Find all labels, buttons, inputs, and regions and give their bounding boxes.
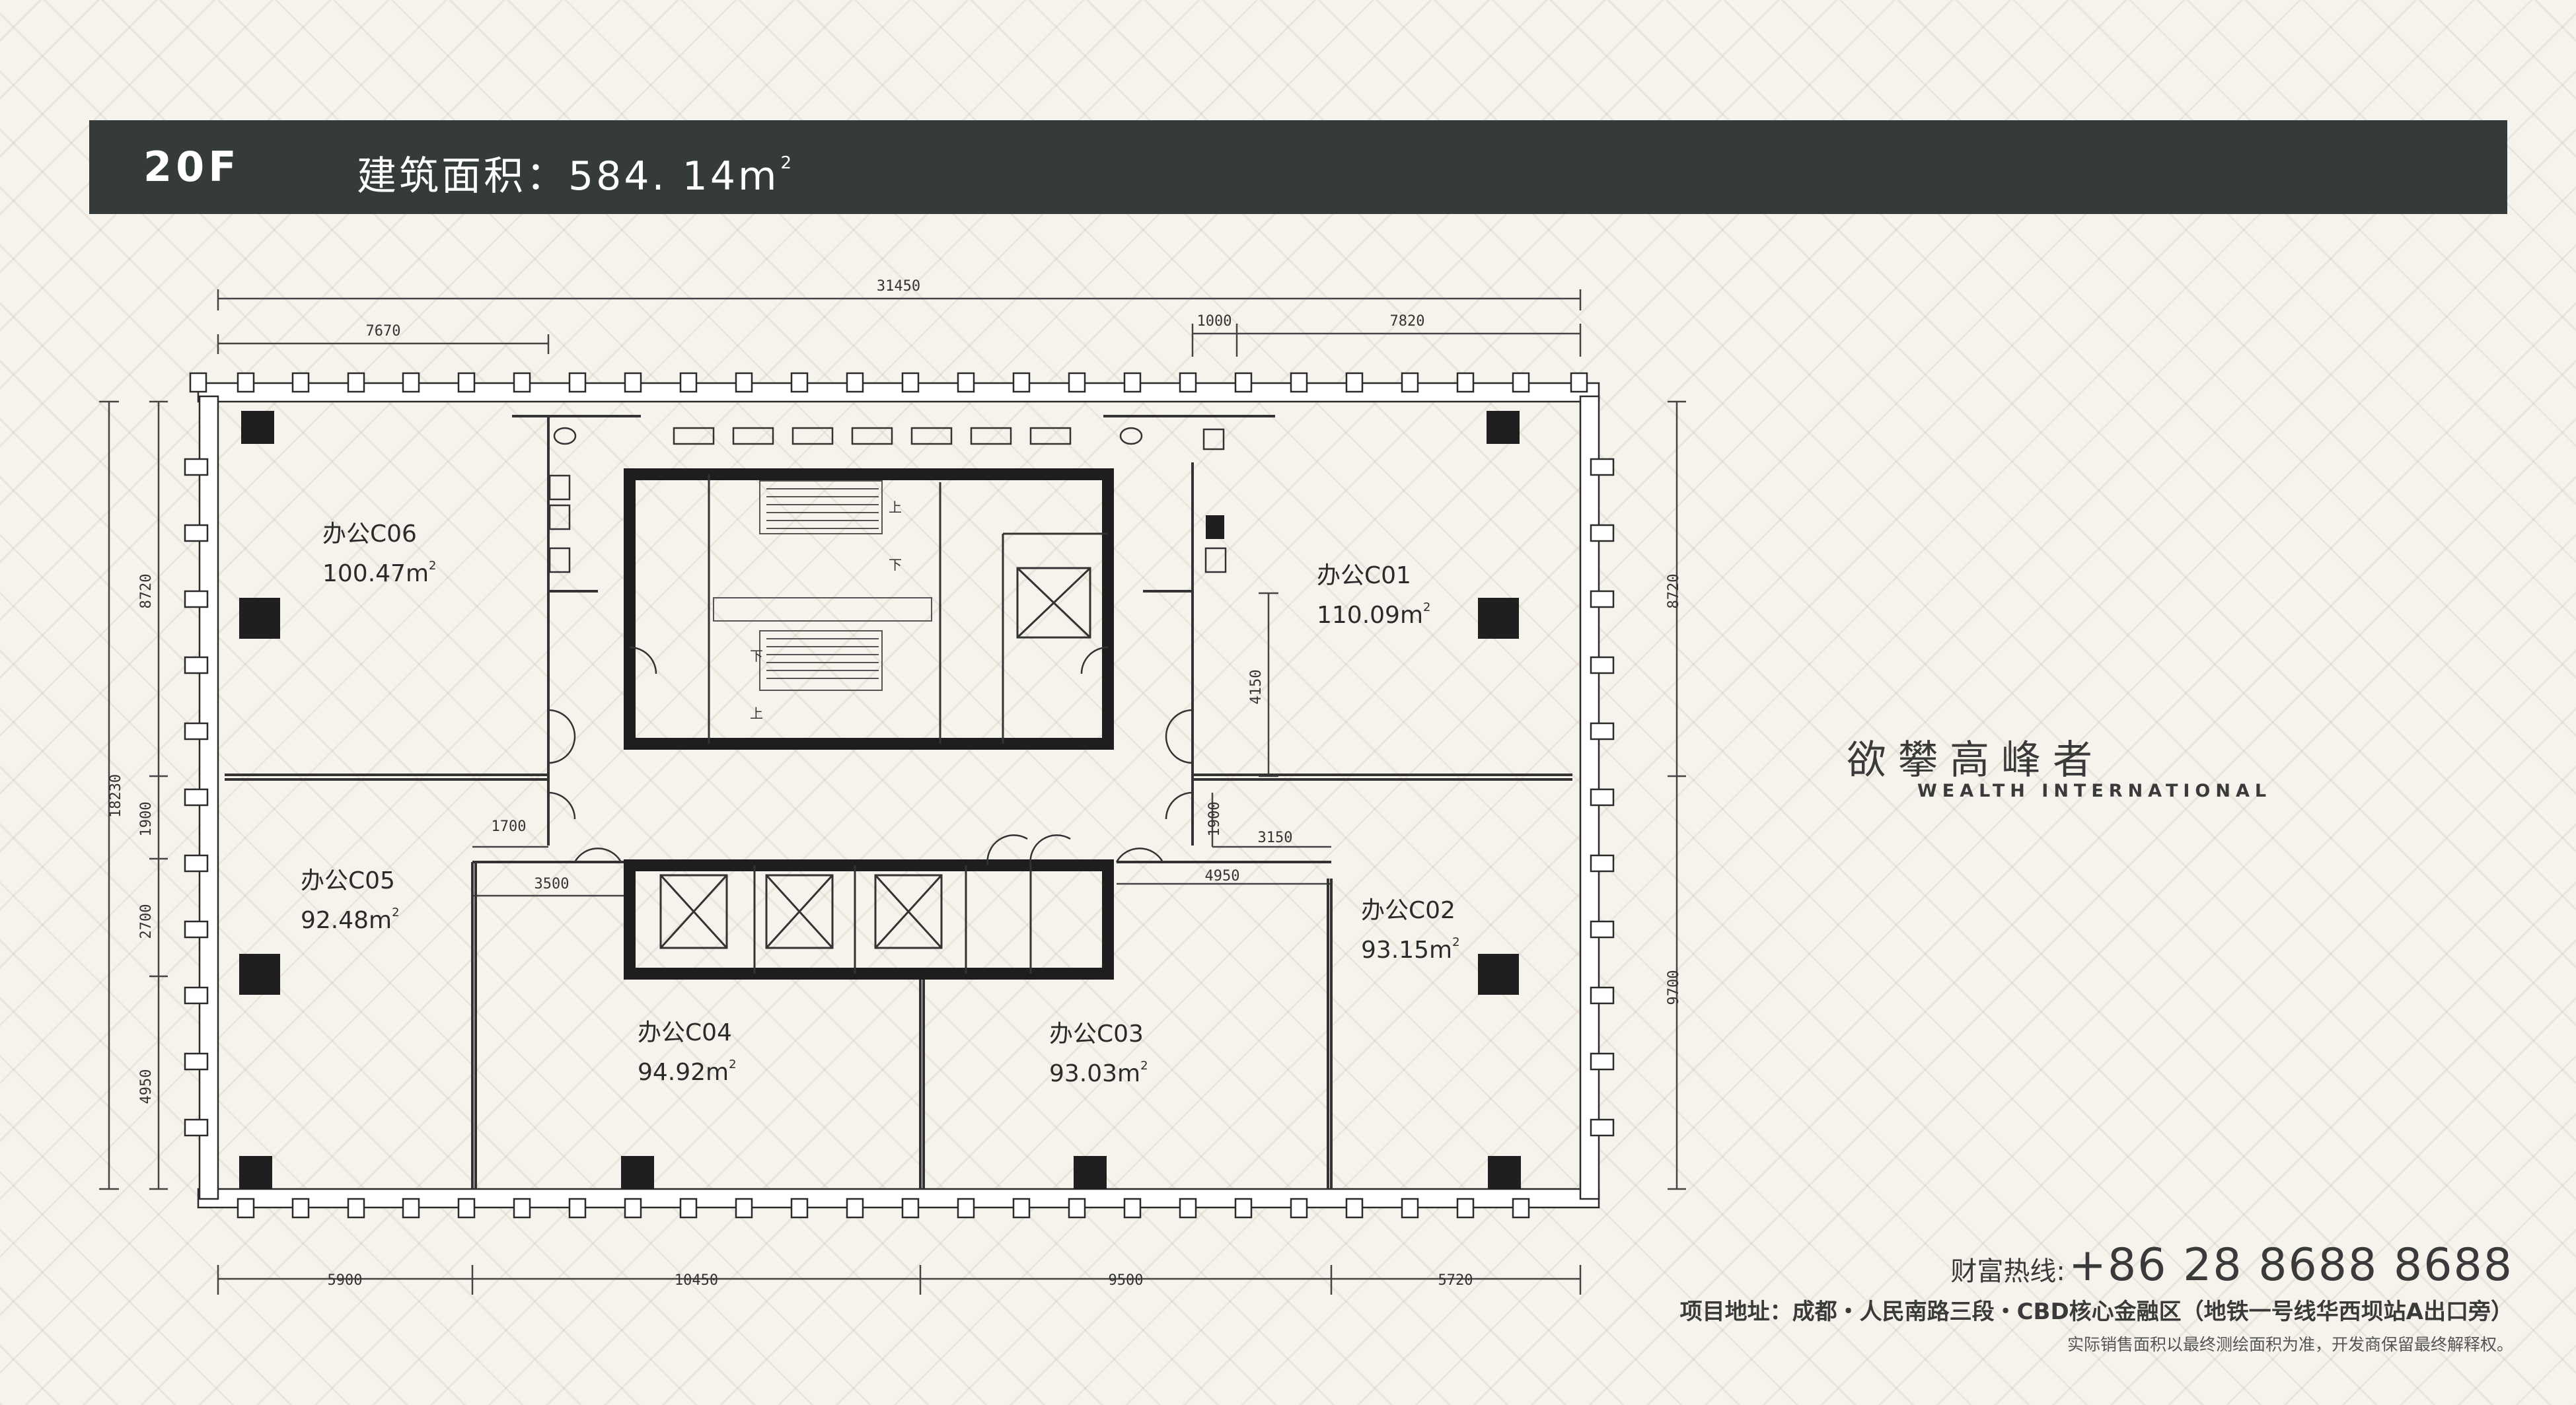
partitions (225, 415, 1572, 1189)
dim-1900-inner: 1900 (1206, 802, 1223, 837)
room-c03-name: 办公C03 (1049, 1021, 1144, 1048)
stair-down-1: 下 (889, 557, 902, 573)
room-c03: 办公C03 93.03m2 (1049, 1019, 1148, 1090)
dim-5720: 5720 (1438, 1272, 1473, 1289)
elevators (659, 567, 1091, 949)
room-c02: 办公C02 93.15m2 (1361, 895, 1460, 966)
dim-18230: 18230 (108, 774, 124, 818)
stair-down-2: 下 (750, 648, 763, 664)
room-c03-area: 93.03m2 (1049, 1059, 1148, 1087)
floor-label: 20F (143, 143, 240, 191)
dim-4950-left: 4950 (138, 1069, 155, 1104)
room-c06-area: 100.47m2 (322, 559, 437, 587)
toilets (548, 427, 1227, 573)
area-unit-sup: 2 (780, 153, 795, 173)
dim-1700: 1700 (492, 818, 527, 835)
stair-up-1: 上 (889, 499, 902, 515)
title-bar: 20F 建筑面积：584. 14m2 (89, 120, 2507, 214)
dim-9700-right: 9700 (1666, 970, 1682, 1005)
project-address: 项目地址：成都・人民南路三段・CBD核心金融区（地铁一号线华西坝站A出口旁） (1679, 1299, 2513, 1325)
room-c01-name: 办公C01 (1317, 562, 1411, 589)
room-c06-name: 办公C06 (322, 521, 417, 548)
stair-direction-labels: 上 下 下 上 (750, 499, 902, 721)
room-c04-area: 94.92m2 (638, 1058, 737, 1086)
dim-4150: 4150 (1248, 670, 1265, 705)
dim-3150: 3150 (1258, 830, 1293, 846)
room-c04: 办公C04 94.92m2 (638, 1017, 737, 1089)
room-c05-area: 92.48m2 (301, 906, 400, 934)
room-c01: 办公C01 110.09m2 (1317, 560, 1431, 631)
dim-7820: 7820 (1390, 313, 1425, 330)
core-walls (624, 468, 1114, 980)
dim-31450: 31450 (877, 278, 920, 295)
dimension-lines (99, 289, 1686, 1295)
room-c05: 办公C05 92.48m2 (301, 865, 400, 937)
hotline-label: 财富热线: (1950, 1256, 2065, 1287)
room-c02-name: 办公C02 (1361, 897, 1455, 924)
dim-3500: 3500 (534, 876, 570, 892)
dimension-text: 31450 7670 1000 7820 1700 3500 3150 4950… (108, 278, 1682, 1289)
room-c05-name: 办公C05 (301, 867, 395, 894)
hotline-number: +86 28 8688 8688 (2069, 1239, 2513, 1291)
area-caption: 建筑面积： (357, 153, 568, 199)
dim-4950-inner: 4950 (1205, 868, 1240, 884)
brand-tagline-en: WEALTH INTERNATIONAL (1917, 781, 2272, 801)
hotline: 财富热线: +86 28 8688 8688 (1950, 1239, 2513, 1291)
dim-1900-left: 1900 (138, 802, 155, 837)
dim-8720-right: 8720 (1666, 574, 1682, 609)
facade-fins (184, 372, 1615, 1219)
dim-9500: 9500 (1109, 1272, 1144, 1289)
area-value: 584. 14m (568, 153, 780, 199)
room-c06: 办公C06 100.47m2 (322, 519, 437, 590)
duct-block (1206, 515, 1224, 539)
stairs (713, 480, 932, 691)
core-inner (708, 474, 1108, 974)
dim-5900: 5900 (328, 1272, 363, 1289)
room-c02-area: 93.15m2 (1361, 935, 1460, 964)
brand-tagline: 欲攀高峰者 (1847, 737, 2104, 783)
structural-columns (239, 411, 1521, 1189)
dim-8720-left: 8720 (138, 574, 155, 609)
stair-up-2: 上 (750, 705, 763, 721)
doors (548, 646, 1193, 866)
room-c01-area: 110.09m2 (1317, 600, 1431, 629)
dim-7670: 7670 (366, 323, 401, 340)
disclaimer: 实际销售面积以最终测绘面积为准，开发商保留最终解释权。 (2067, 1335, 2513, 1354)
dim-1000: 1000 (1197, 313, 1232, 330)
building-area: 建筑面积：584. 14m2 (357, 144, 794, 201)
windows (673, 427, 1072, 445)
room-c04-name: 办公C04 (638, 1019, 732, 1046)
dim-10450: 10450 (675, 1272, 718, 1289)
dim-2700-left: 2700 (138, 904, 155, 939)
